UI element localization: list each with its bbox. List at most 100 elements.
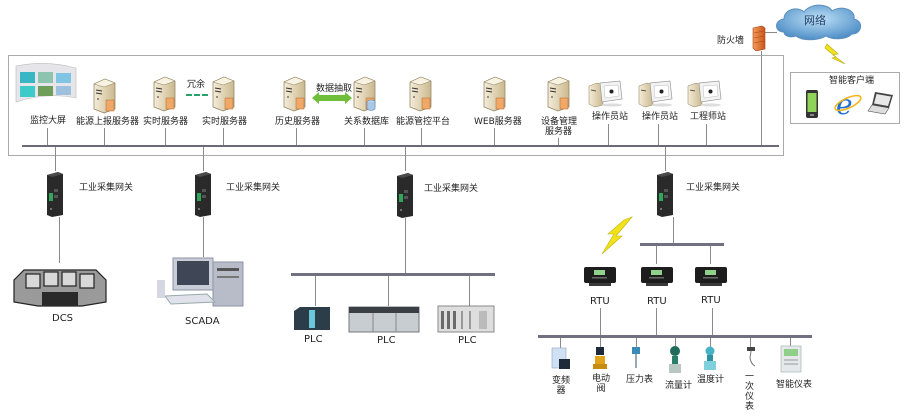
redundancy-label: 冗余	[187, 80, 206, 90]
node-label: 历史服务器	[275, 117, 321, 127]
node-label: 监控大屏	[30, 116, 67, 126]
gateway-label: 工业采集网关	[424, 184, 479, 194]
drop	[750, 338, 751, 348]
flow-meter-label: 流量计	[665, 381, 693, 391]
primary-instrument-label: 一 次 仪 表	[745, 372, 755, 412]
firewall	[752, 25, 766, 51]
drop	[296, 128, 297, 145]
realtime-server-1-icon	[151, 76, 177, 112]
history-server-icon	[281, 76, 307, 112]
plc-1-icon	[294, 307, 330, 330]
dcs-link	[59, 217, 60, 263]
firewall-label: 防火墙	[717, 36, 745, 46]
rtu-3-icon	[694, 265, 728, 287]
drop	[636, 338, 637, 348]
gateway-4-icon	[656, 171, 674, 217]
operator-station-1-icon	[588, 80, 624, 108]
drop	[388, 276, 389, 306]
laptop-icon	[867, 92, 893, 115]
cloud-icon	[776, 4, 861, 41]
electric-valve-icon	[593, 347, 607, 369]
vfd-icon	[551, 347, 570, 369]
drop	[658, 124, 659, 145]
firewall-downlink	[761, 51, 762, 146]
vfd-label: 变频 器	[552, 376, 571, 396]
scada-label: SCADA	[185, 316, 220, 327]
node-label: 能源管控平台	[396, 117, 451, 127]
plc-2-icon	[348, 306, 420, 333]
engineer-station-icon	[687, 80, 723, 108]
drop	[710, 246, 711, 264]
gateway-uplink	[405, 147, 406, 171]
rtu-2-icon	[640, 265, 674, 287]
plc-label: PLC	[458, 335, 477, 346]
gateway-uplink	[665, 147, 666, 171]
node-label: 能源上报服务器	[76, 117, 140, 127]
drop	[790, 338, 791, 346]
video-wall-icon	[15, 63, 77, 103]
smart-client-zone: 智能客户端 e	[790, 72, 900, 124]
gateway-1-icon	[46, 171, 64, 217]
drop	[494, 128, 495, 145]
smart-meter-label: 智能仪表	[776, 380, 813, 390]
firewall-icon	[752, 25, 766, 51]
energy-report-server-icon	[91, 78, 117, 114]
drop	[600, 338, 601, 348]
smart-client-label: 智能客户端	[829, 76, 875, 86]
redundancy-link	[186, 94, 208, 96]
device-mgmt-server-icon	[545, 76, 571, 112]
drop	[469, 276, 470, 306]
plc-label: PLC	[377, 335, 396, 346]
node-label: 实时服务器	[202, 117, 248, 127]
pressure-gauge-icon	[632, 347, 640, 368]
instrument-bus	[538, 335, 812, 338]
pressure-gauge-label: 压力表	[626, 375, 654, 385]
gateway-label: 工业采集网关	[79, 183, 134, 193]
drop	[165, 128, 166, 145]
cloud-firewall-link	[765, 32, 777, 33]
drop	[558, 138, 559, 145]
data-extract-arrow-icon	[312, 92, 352, 104]
gateway-2-icon	[194, 171, 212, 217]
gateway-uplink	[55, 147, 56, 171]
plc-uplink	[405, 218, 406, 273]
rtu-1-icon	[583, 265, 617, 287]
node-label: 工程师站	[690, 112, 727, 122]
drop	[600, 308, 601, 336]
plc-3-icon	[437, 305, 495, 333]
drop	[656, 246, 657, 264]
gateway-3-icon	[396, 172, 414, 218]
dcs-label: DCS	[52, 313, 74, 324]
data-extract-label: 数据抽取	[316, 84, 353, 94]
primary-instrument-icon	[747, 347, 756, 367]
database-icon	[366, 99, 376, 111]
dcs-console-icon	[13, 269, 107, 307]
drop	[223, 128, 224, 145]
scada-computer-icon	[157, 257, 244, 307]
node-label: 实时服务器	[143, 117, 189, 127]
rtu-label: RTU	[701, 295, 721, 306]
drop	[675, 338, 676, 348]
drop	[47, 128, 48, 145]
network-cloud: 网络	[772, 2, 864, 42]
network-label: 网络	[804, 14, 826, 27]
electric-valve-label: 电动 阀	[592, 374, 611, 394]
node-label: 设备管理	[541, 117, 578, 127]
top-ethernet-bus	[22, 145, 779, 147]
temperature-meter-label: 温度计	[697, 375, 725, 385]
ie-browser-icon: e	[834, 89, 862, 119]
rtu-label: RTU	[647, 296, 667, 307]
node-label: 关系数据库	[344, 117, 390, 127]
drop	[104, 128, 105, 145]
gateway-label: 工业采集网关	[686, 183, 741, 193]
drop	[710, 338, 711, 348]
drop	[315, 276, 316, 306]
video-wall	[14, 62, 78, 104]
rtu-bus	[640, 243, 724, 246]
node-label: 操作员站	[642, 112, 679, 122]
flow-meter-icon	[669, 346, 681, 373]
temperature-meter-icon	[704, 346, 716, 370]
drop	[712, 308, 713, 336]
plc-label: PLC	[304, 334, 323, 345]
operator-station-2-icon	[638, 80, 674, 108]
